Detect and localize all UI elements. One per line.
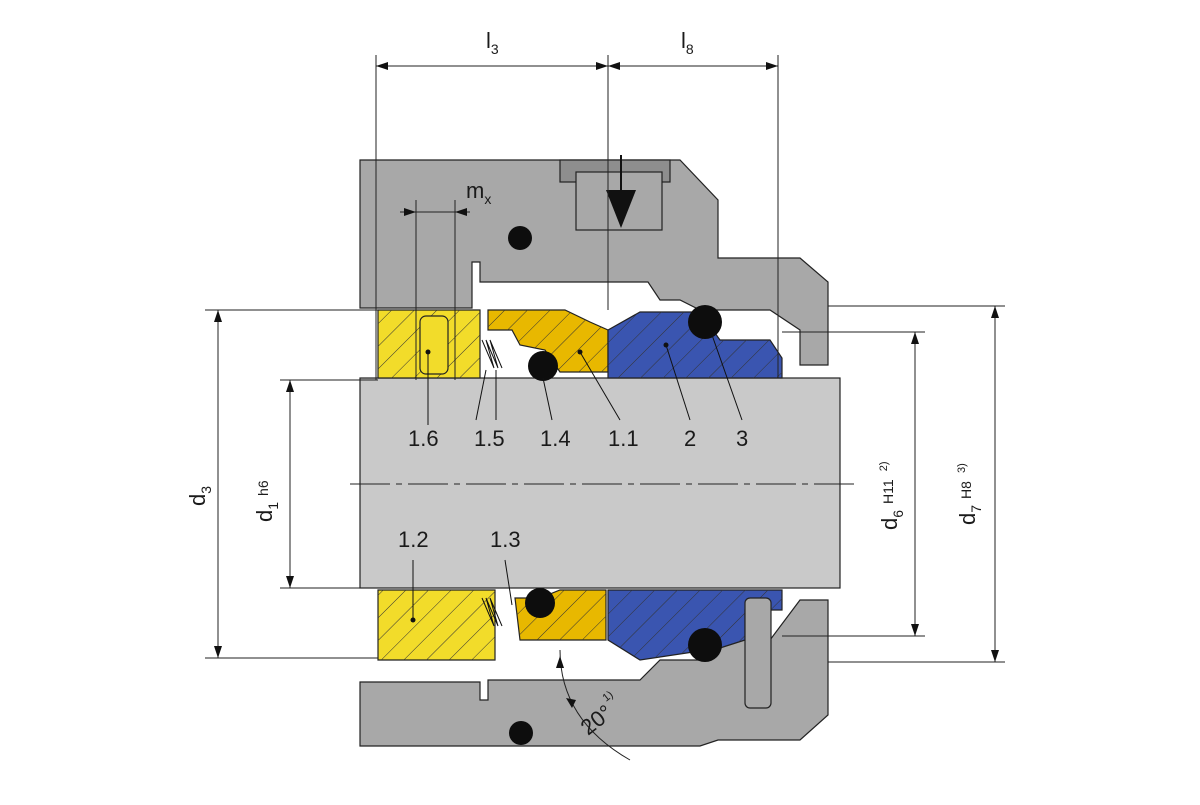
label-d7-sub: 7 xyxy=(968,505,984,513)
label-d1-main: d xyxy=(252,510,277,522)
flow-arrow-icon xyxy=(606,155,636,228)
o-rings xyxy=(508,226,722,745)
dimension-arrowheads xyxy=(214,62,999,708)
rotary-unit-top xyxy=(377,309,609,379)
svg-text:l8: l8 xyxy=(681,28,694,57)
part-label-1-3: 1.3 xyxy=(490,527,521,552)
o-ring-1-4-top xyxy=(528,351,558,381)
svg-text:d6H112): d6 H11 2) xyxy=(877,462,906,530)
label-d6-main: d xyxy=(877,518,902,530)
springs-bottom xyxy=(481,597,503,627)
part-label-1-6: 1.6 xyxy=(408,426,439,451)
o-ring-1-4-bottom xyxy=(525,588,555,618)
label-d7-note: 3) xyxy=(956,463,968,473)
label-d1-tol: h6 xyxy=(255,480,271,496)
label-l3-sub: 3 xyxy=(491,41,499,57)
part-label-3: 3 xyxy=(736,426,748,451)
part-label-1-2: 1.2 xyxy=(398,527,429,552)
svg-text:l3: l3 xyxy=(486,28,499,57)
svg-text:d7H83): d7 H8 3) xyxy=(955,463,984,525)
o-ring-housing-top xyxy=(508,226,532,250)
set-screw-1-6 xyxy=(419,315,449,375)
label-d7-main: d xyxy=(955,513,980,525)
o-ring-3-top xyxy=(688,305,722,339)
rotary-unit-bottom xyxy=(377,589,607,661)
label-mx-main: m xyxy=(466,178,484,203)
anti-rotation-pin xyxy=(744,597,772,709)
seat-part-2-top xyxy=(607,311,783,379)
part-label-1-4: 1.4 xyxy=(540,426,571,451)
part-label-1-5: 1.5 xyxy=(474,426,505,451)
seat-part-2-bottom xyxy=(607,589,783,709)
part-label-1-1: 1.1 xyxy=(608,426,639,451)
svg-text:mx: mx xyxy=(466,178,491,207)
svg-text:d3: d3 xyxy=(185,486,214,506)
label-l3-main: l xyxy=(486,28,491,53)
o-ring-3-bottom xyxy=(688,628,722,662)
label-l8-sub: 8 xyxy=(686,41,694,57)
label-d7-tol: H8 xyxy=(958,481,974,499)
part-labels: 1.6 1.5 1.4 1.1 2 3 1.2 1.3 xyxy=(398,426,748,552)
label-d3-main: d xyxy=(185,494,210,506)
label-d1-sub: 1 xyxy=(265,502,281,510)
label-d6-tol: H11 xyxy=(880,479,896,504)
part-label-2: 2 xyxy=(684,426,696,451)
label-d6-sub: 6 xyxy=(890,510,906,518)
shaft xyxy=(359,377,841,589)
o-ring-housing-bottom xyxy=(509,721,533,745)
dimension-lines xyxy=(205,55,1005,761)
label-l8-main: l xyxy=(681,28,686,53)
leader-dots xyxy=(410,342,669,623)
leader-lines xyxy=(412,334,743,620)
label-d3-sub: 3 xyxy=(198,486,214,494)
label-d6-note: 2) xyxy=(878,462,890,472)
label-mx-sub: x xyxy=(484,191,491,207)
springs-top xyxy=(481,339,503,369)
svg-text:d1h6: d1 h6 xyxy=(252,480,281,522)
